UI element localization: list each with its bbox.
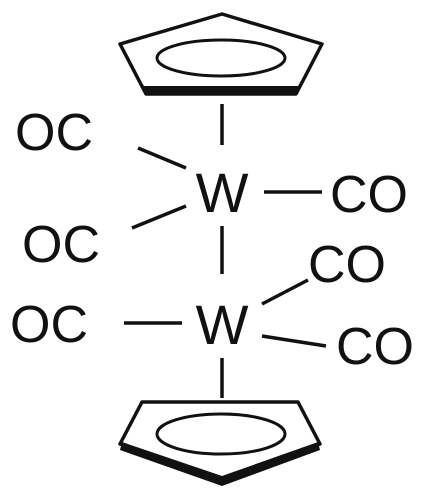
cyclopentadienyl-ring-top: [118, 12, 324, 96]
ligand-co-lower-right-top: CO: [308, 236, 386, 294]
ligand-co-lower-right-bottom: CO: [336, 318, 414, 376]
bond-oc-upper-left-top: [137, 146, 187, 170]
ligand-oc-lower-left: OC: [10, 296, 88, 354]
ligand-oc-upper-left-bottom: OC: [22, 216, 100, 274]
ring-top-front-edge: [132, 70, 310, 94]
ring-bottom-inner-circle: [155, 412, 287, 456]
ring-top-inner-circle: [155, 38, 287, 78]
ring-top-outline: [118, 12, 324, 96]
bond-oc-upper-left-bottom: [131, 204, 187, 230]
ligand-oc-upper-left-top: OC: [15, 104, 93, 162]
metal-w-lower: W: [196, 293, 249, 356]
metal-w-upper: W: [196, 161, 249, 224]
bond-co-lower-right-top: [261, 278, 309, 306]
ring-bottom-front-edge: [120, 442, 320, 486]
cyclopentadienyl-ring-bottom: [118, 400, 322, 486]
ligand-co-upper-right: CO: [330, 166, 408, 224]
bond-co-lower-right-bottom: [261, 334, 327, 348]
